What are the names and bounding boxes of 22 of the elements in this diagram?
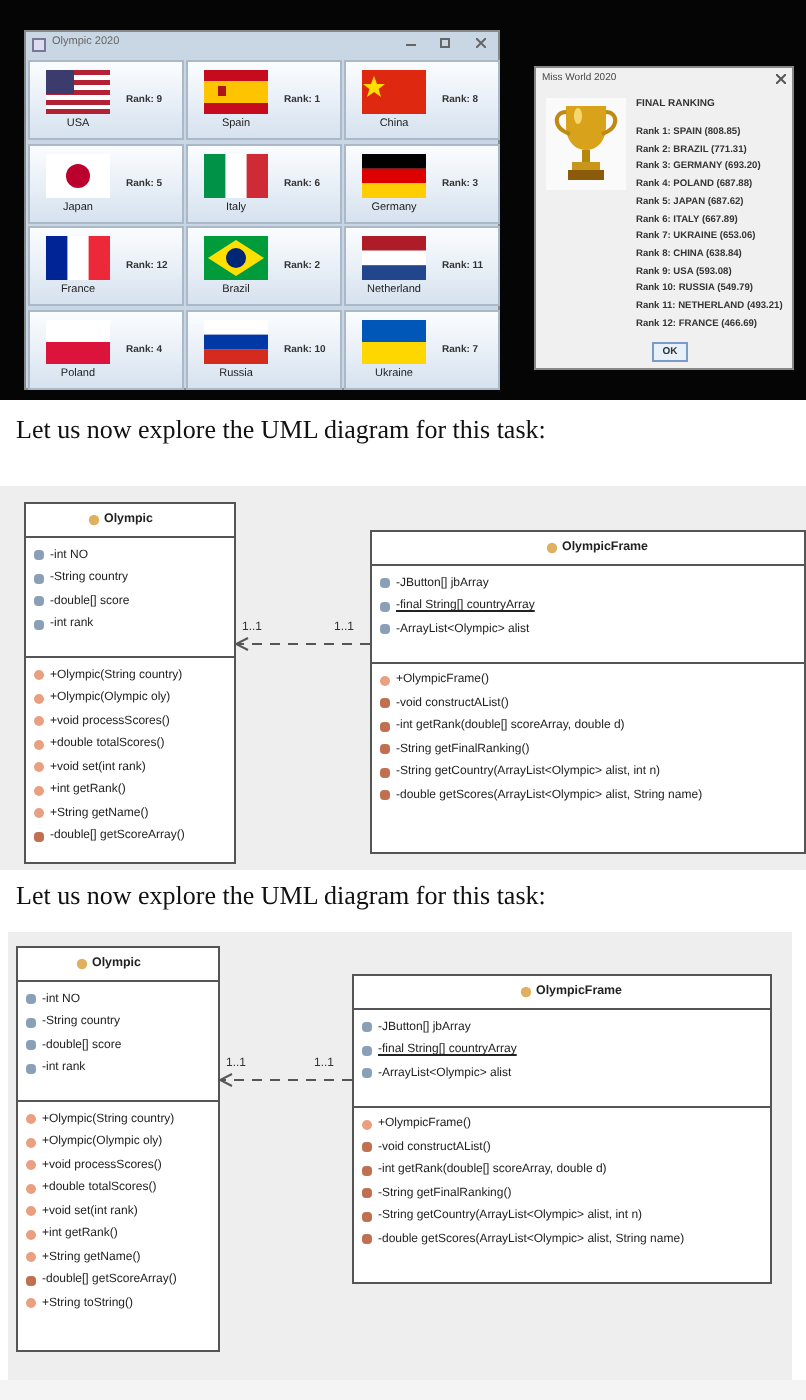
flag-button <box>186 143 342 223</box>
flag-button <box>186 60 342 140</box>
flag-button <box>344 60 500 140</box>
uml-class-box <box>16 946 220 1352</box>
heading-text: Let us now explore the UML diagram for this task: <box>16 880 546 912</box>
dependency-arrow <box>235 637 371 651</box>
uml-class-box <box>370 530 806 854</box>
flag-button <box>344 226 500 306</box>
dependency-arrow <box>219 1073 353 1087</box>
flag-button <box>28 309 184 389</box>
flag-button <box>344 309 500 389</box>
heading-text: Let us now explore the UML diagram for this task: <box>16 414 546 446</box>
uml-class-box <box>24 502 236 864</box>
flag-button <box>28 60 184 140</box>
flag-button <box>28 143 184 223</box>
flag-button <box>186 309 342 389</box>
flag-button <box>28 226 184 306</box>
app-window <box>24 30 500 390</box>
dialog-window <box>534 66 794 370</box>
uml-class-box <box>352 974 772 1284</box>
flag-button <box>186 226 342 306</box>
flag-button <box>344 143 500 223</box>
